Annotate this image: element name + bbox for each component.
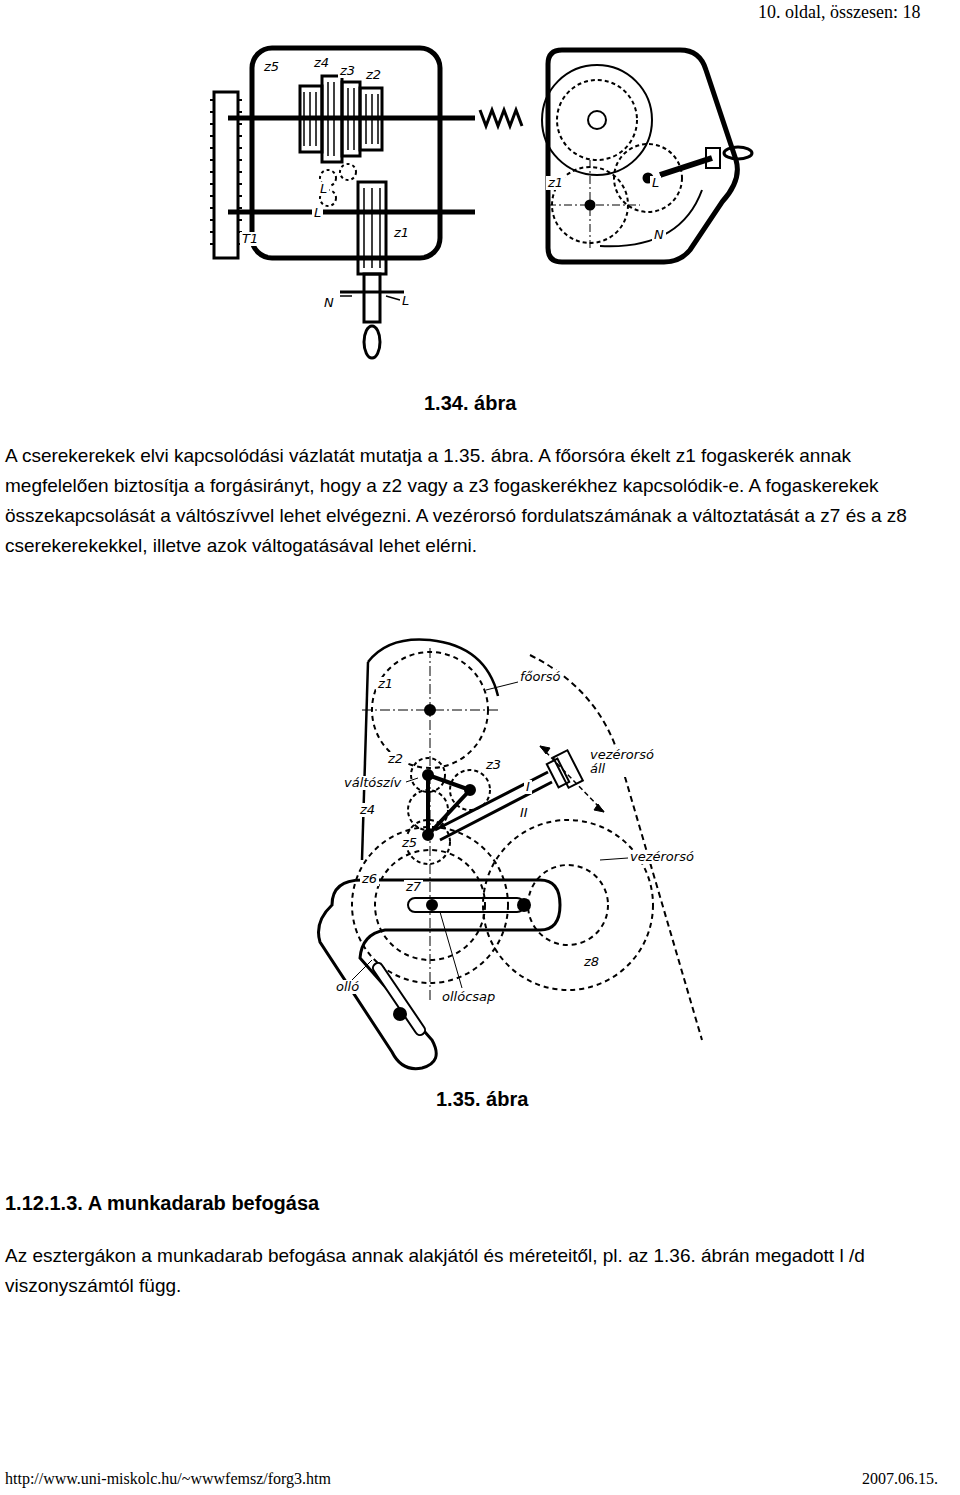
tumbler-lever: [428, 775, 470, 835]
figure-caption: 1.35. ábra: [436, 1088, 528, 1111]
gear-z1: [358, 182, 386, 274]
part-label: z5: [262, 60, 281, 74]
main-shaft: [228, 116, 475, 121]
bed-outline: [368, 639, 498, 696]
leader-line: [386, 296, 400, 300]
cover-outline: [530, 655, 702, 1040]
gear-hub: [528, 865, 608, 945]
shaft-dot: [465, 785, 475, 795]
quadrant-pin: [394, 1008, 406, 1020]
part-label: z7: [404, 880, 423, 894]
lever-hub: [706, 148, 720, 168]
arrowhead: [594, 804, 604, 812]
gear-z8: [483, 820, 653, 990]
arm-slot: [408, 898, 524, 912]
leader-line: [352, 960, 372, 980]
part-label: főorsó: [518, 670, 563, 684]
part-label: N: [322, 296, 336, 310]
lower-shaft: [228, 210, 475, 215]
shaft-dot: [423, 830, 433, 840]
leader-line: [340, 295, 352, 297]
lever-knob: [364, 326, 380, 358]
part-label: z8: [582, 955, 601, 969]
part-label: vezérorsó: [628, 850, 696, 864]
shift-lever: [364, 274, 380, 322]
change-gear-scheme: [319, 639, 703, 1068]
page-header: 10. oldal, összesen: 18: [758, 2, 920, 23]
quadrant-arm: [319, 880, 561, 1069]
part-label: z4: [358, 803, 377, 817]
bed-outline: [362, 662, 368, 860]
part-label: z2: [386, 752, 405, 766]
rod-knob: [553, 750, 583, 788]
part-label: II: [518, 806, 530, 820]
gear-hatching: [304, 82, 378, 156]
shaft-dot: [518, 899, 530, 911]
idler-gear: [340, 164, 356, 180]
part-label: I: [524, 780, 532, 794]
gear-z6: [352, 827, 508, 983]
lever-collar: [340, 291, 404, 294]
part-label: z4: [312, 56, 331, 70]
part-label: olló: [334, 980, 361, 994]
lever-knob: [724, 147, 752, 159]
part-label: z3: [484, 758, 503, 772]
lever: [660, 158, 712, 175]
center-line: [548, 205, 640, 206]
leader-line: [600, 858, 628, 860]
gear-z4: [322, 76, 342, 162]
part-label: váltószív: [342, 776, 403, 790]
center-line: [590, 160, 591, 250]
part-label: z1: [376, 677, 395, 691]
arc-slot: [600, 190, 702, 246]
housing-outline: [548, 50, 737, 262]
part-label: L: [318, 182, 329, 196]
gear-circle: [557, 80, 637, 160]
part-label: z5: [400, 836, 419, 850]
part-label: z1: [546, 176, 565, 190]
part-label: z6: [360, 872, 379, 886]
part-label: L: [400, 294, 411, 308]
gear-circle: [614, 144, 682, 212]
quadrant-pin: [427, 900, 437, 910]
section-heading: 1.12.1.3. A munkadarab befogása: [5, 1192, 319, 1215]
part-label: vezérorsó áll: [588, 748, 670, 777]
arm-slot: [378, 968, 420, 1030]
leader-line: [440, 912, 462, 988]
gear-hatching: [364, 188, 380, 268]
gear-teeth: [210, 100, 242, 244]
arm-slot-inner: [378, 968, 420, 1030]
gear-z3: [342, 82, 360, 156]
gearbox-housing: [252, 48, 440, 258]
gearbox-side-view: [542, 50, 752, 262]
part-label: N: [652, 228, 666, 242]
footer-date: 2007.06.15.: [862, 1470, 938, 1488]
part-label: z2: [364, 68, 383, 82]
leader-line: [406, 778, 418, 782]
shaft-dot: [423, 770, 433, 780]
body-text: Az esztergákon a munkadarab befogása ann…: [5, 1241, 955, 1301]
arrowhead: [540, 746, 550, 754]
gear-z7: [375, 850, 485, 960]
gearbox-section: [210, 48, 522, 358]
center-line: [362, 710, 500, 711]
part-label: T1: [240, 232, 260, 246]
gear-circle: [542, 65, 652, 175]
part-label: z1: [392, 226, 411, 240]
body-text: A cserekerekek elvi kapcsolódási vázlatá…: [5, 441, 955, 561]
shaft-circle: [588, 111, 606, 129]
part-label: z3: [338, 64, 357, 78]
leader-line: [486, 682, 518, 690]
part-label: L: [650, 176, 661, 190]
footer-url: http://www.uni-miskolc.hu/~wwwfemsz/forg…: [5, 1470, 331, 1488]
worm: [480, 110, 522, 126]
part-label: L: [312, 206, 323, 220]
figure-caption: 1.34. ábra: [424, 392, 516, 415]
part-label: ollócsap: [440, 990, 497, 1004]
